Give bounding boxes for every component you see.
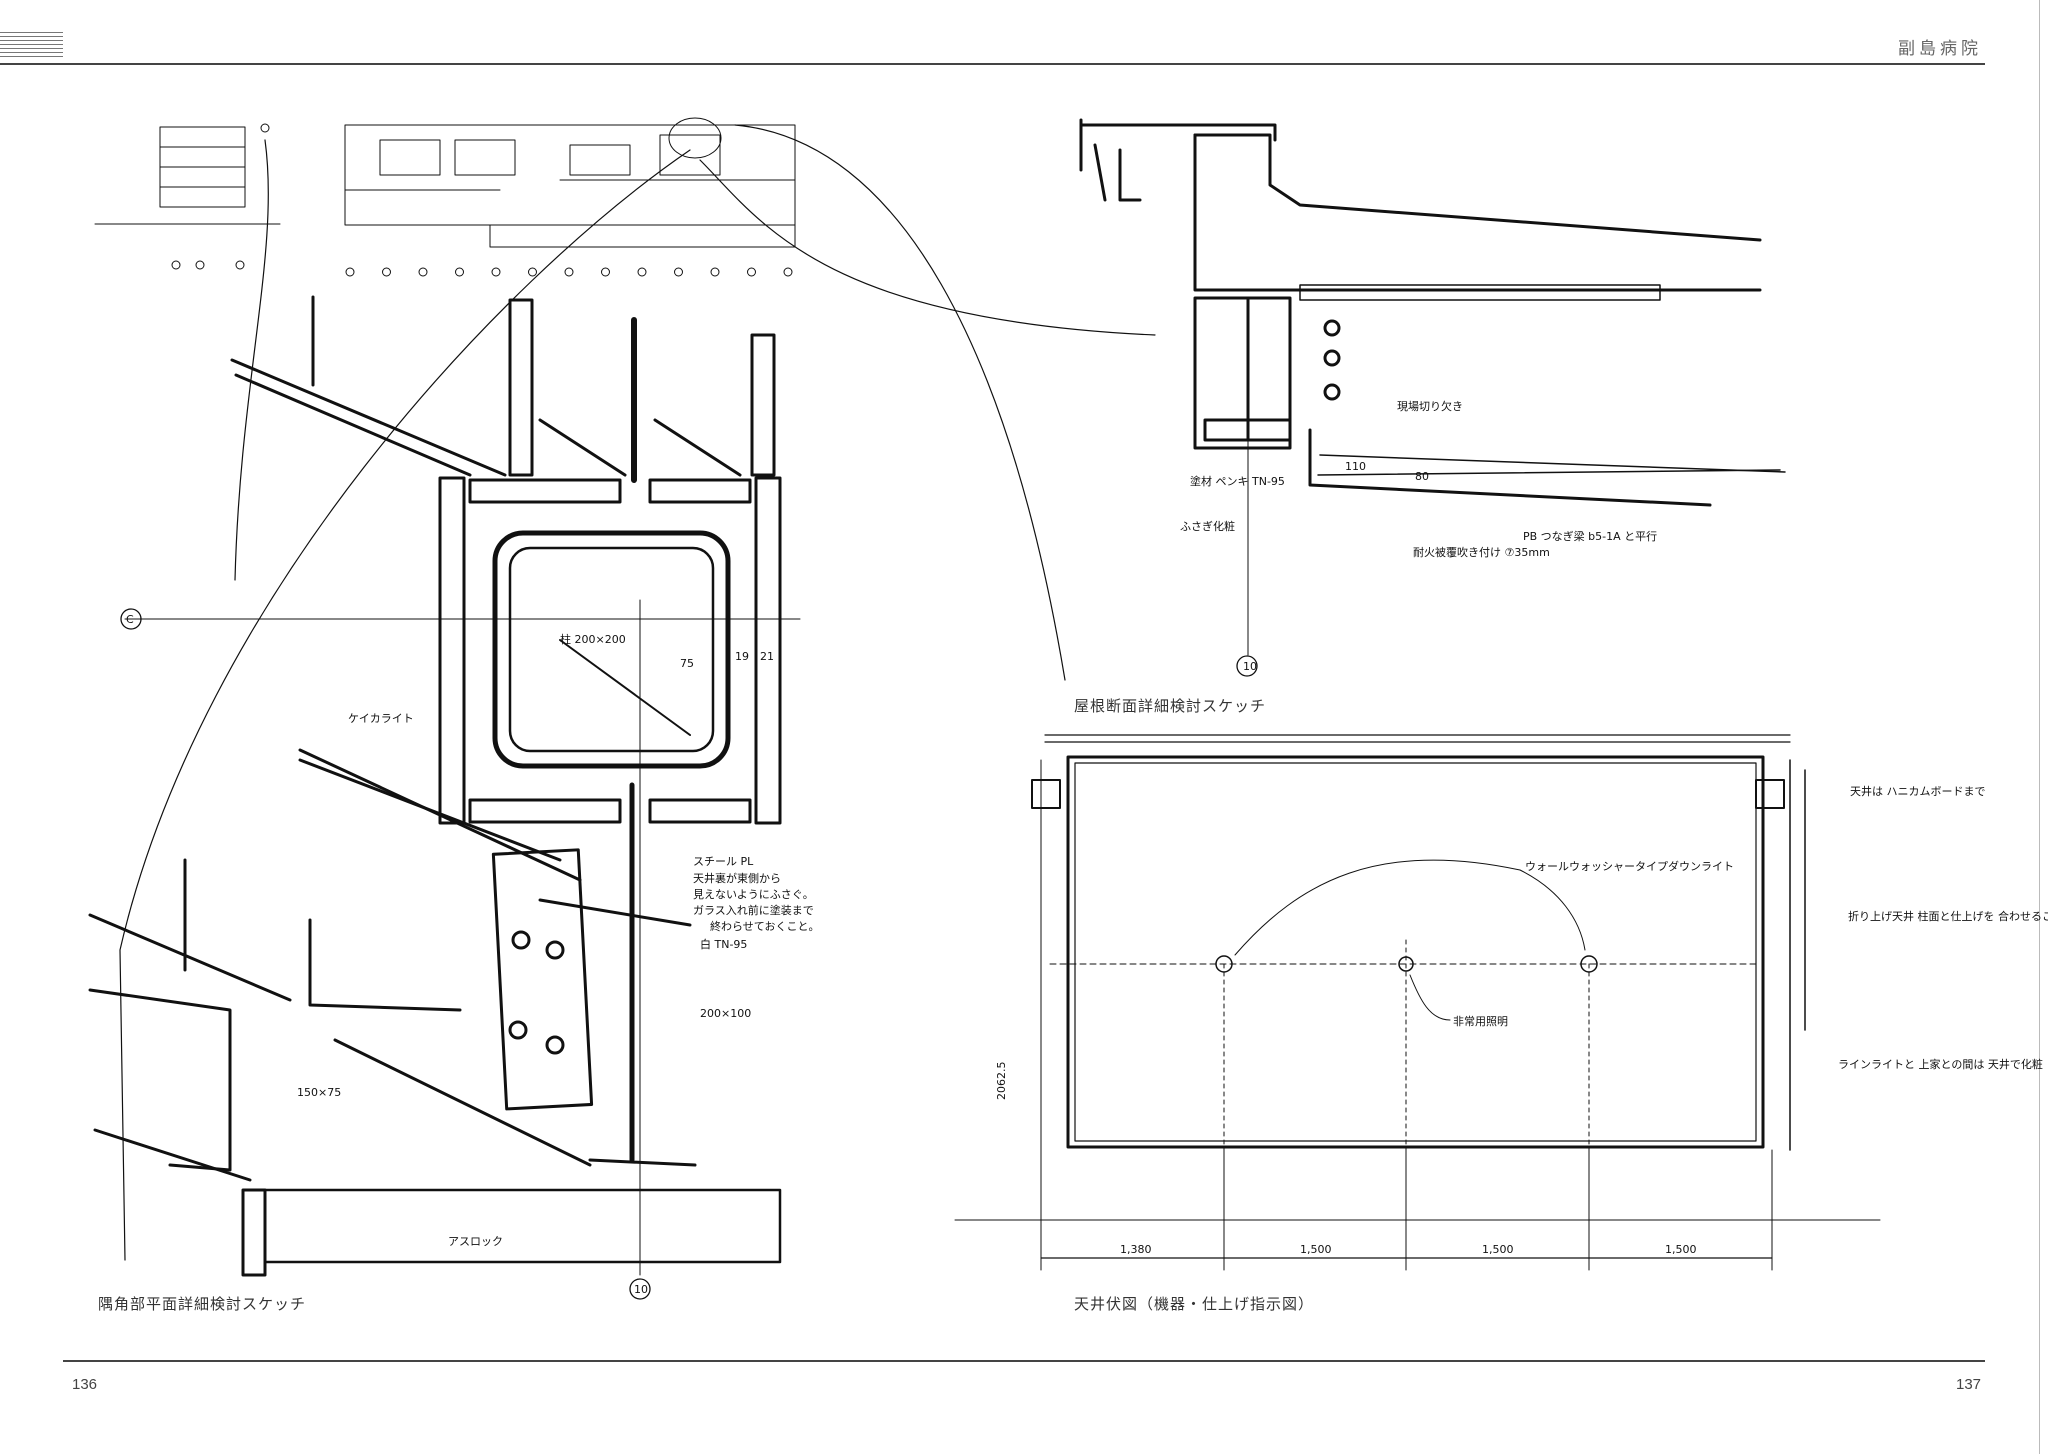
header-stripes-decoration [0, 29, 63, 59]
caption-roof-section: 屋根断面詳細検討スケッチ [1074, 697, 1267, 715]
grid-bubble [601, 267, 610, 277]
caption-corner-plan: 隅角部平面詳細検討スケッチ [98, 1295, 307, 1313]
corner-plan-labels: C 10 柱 200×200 ケイカライト 75 19 21 スチール PL 天… [126, 613, 819, 1296]
key-plan [344, 117, 796, 277]
sketch-annotation: 1,380 [1120, 1243, 1152, 1256]
sketch-annotation: ふさぎ化粧 [1180, 519, 1235, 533]
sketch-annotation: C [126, 613, 134, 626]
sketch-annotation: ラインライトと 上家との間は 天井で化粧 とめること。 [1838, 1057, 2048, 1071]
caption-ceiling-plan: 天井伏図（機器・仕上げ指示図） [1074, 1295, 1315, 1313]
grid-bubble [491, 267, 501, 277]
sketch-annotation: 柱 200×200 [560, 632, 626, 646]
sketch-annotation: 110 [1345, 460, 1366, 473]
grid-bubble [455, 267, 464, 277]
sketch-annotation: 折り上げ天井 柱面と仕上げを 合わせること。 [1848, 909, 2048, 923]
sketch-annotation: 200×100 [700, 1007, 751, 1020]
corner-plan-detail [88, 295, 801, 1300]
grid-bubble [382, 267, 391, 277]
grid-bubble [418, 267, 428, 277]
footer-rule [63, 1360, 1985, 1362]
sketch-annotation: 終わらせておくこと。 [710, 919, 819, 933]
sketch-annotation: 塗材 ペンキ TN-95 [1190, 474, 1285, 488]
sketch-annotation: 非常用照明 [1453, 1015, 1508, 1028]
header-rule [0, 63, 1985, 65]
sketch-annotation: ケイカライト [348, 712, 414, 725]
sketch-annotation: 耐火被覆吹き付け ⑦35mm [1413, 546, 1550, 559]
roof-section-detail [1079, 118, 1786, 677]
sketch-annotation: 21 [760, 650, 774, 663]
ceiling-plan-drawing [954, 734, 1881, 1271]
sketch-annotation: ガラス入れ前に塗装まで [693, 903, 814, 917]
key-elevation [94, 123, 281, 270]
running-header-title: 副島病院 [1898, 39, 1982, 59]
sketch-annotation: 80 [1415, 470, 1429, 483]
grid-bubble [637, 267, 647, 277]
sketch-annotation: 1,500 [1300, 1243, 1332, 1256]
page-edge [2039, 0, 2040, 1454]
grid-bubble [747, 267, 756, 277]
sketch-annotation: 天井は ハニカムボードまで [1850, 784, 1986, 798]
grid-bubble [674, 267, 683, 277]
sketch-annotation: 2062.5 [995, 1062, 1008, 1101]
sketch-annotation: 1,500 [1665, 1243, 1697, 1256]
sketch-annotation: 10 [634, 1283, 648, 1296]
sketch-annotation: 見えないようにふさぐ。 [693, 888, 814, 901]
grid-bubble [710, 267, 720, 277]
sketch-annotation: 150×75 [297, 1086, 341, 1099]
grid-bubble [345, 267, 355, 277]
grid-bubble [783, 267, 793, 277]
sketch-annotation: 現場切り欠き [1397, 399, 1463, 413]
sketch-annotation: PB つなぎ梁 b5-1A と平行 [1523, 529, 1657, 543]
page-number-left: 136 [72, 1376, 98, 1393]
grid-bubble [564, 267, 574, 277]
sketch-annotation: ウォールウォッシャータイプダウンライト [1525, 859, 1734, 873]
sketch-annotation: 75 [680, 657, 694, 670]
sketch-annotation: 天井裏が東側から [693, 871, 781, 885]
sketch-annotation: 10 [1243, 660, 1257, 673]
grid-bubble [528, 267, 537, 277]
roof-section-labels: 10 現場切り欠き 塗材 ペンキ TN-95 ふさぎ化粧 110 80 PB つ… [1180, 399, 1657, 673]
ceiling-plan-labels: ウォールウォッシャータイプダウンライト 非常用照明 天井は ハニカムボードまで … [995, 784, 2048, 1256]
sketch-annotation: アスロック [448, 1235, 503, 1248]
sketch-annotation: スチール PL [693, 855, 754, 868]
page-number-right: 137 [1956, 1376, 1982, 1393]
sketch-annotation: 白 TN-95 [700, 937, 747, 951]
sketch-annotation: 19 [735, 650, 749, 663]
sketch-annotation: 1,500 [1482, 1243, 1514, 1256]
